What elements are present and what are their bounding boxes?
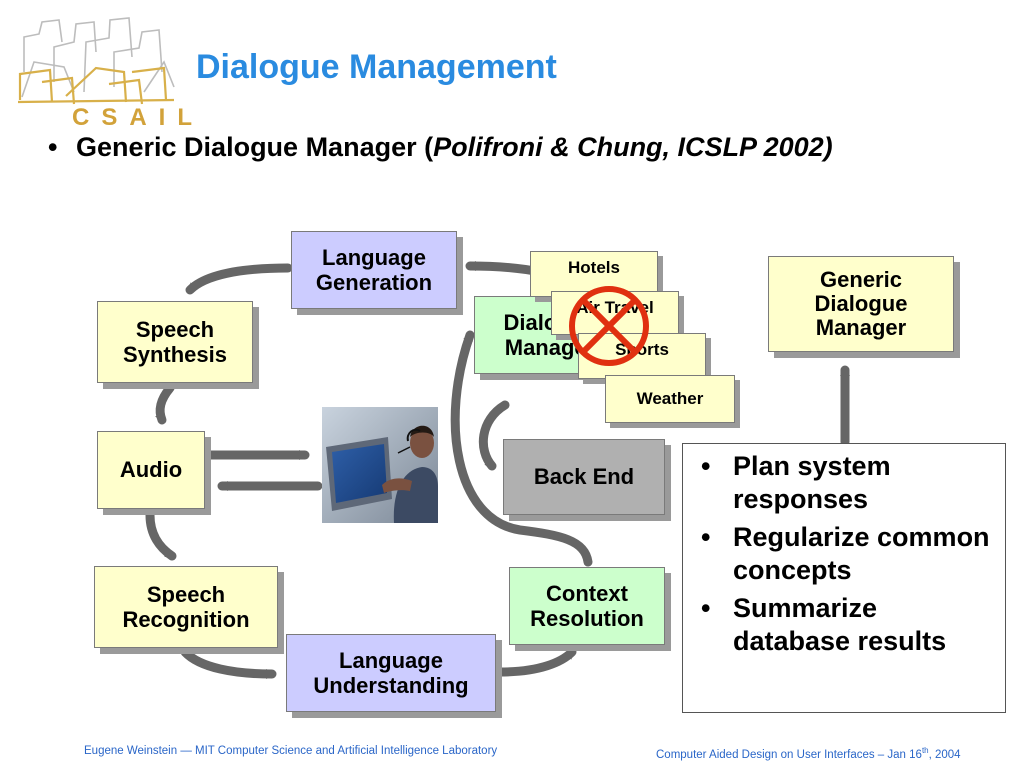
cross-out-icon bbox=[569, 286, 649, 366]
main-bullet: • Generic Dialogue Manager (Polifroni & C… bbox=[48, 132, 833, 163]
footer-author: Eugene Weinstein — MIT Computer Science … bbox=[84, 745, 498, 757]
csail-logo bbox=[17, 17, 175, 105]
box-language-generation: Language Generation bbox=[291, 231, 457, 309]
box-context-resolution: Context Resolution bbox=[509, 567, 665, 645]
box-speech-synthesis: Speech Synthesis bbox=[97, 301, 253, 383]
arrow-understanding-to-context bbox=[495, 647, 577, 677]
side-list-box: •Plan system responses •Regularize commo… bbox=[682, 443, 1006, 713]
footer-event: Computer Aided Design on User Interfaces… bbox=[656, 746, 961, 761]
domain-card-weather: Weather bbox=[605, 375, 735, 423]
user-at-computer-photo bbox=[322, 407, 438, 523]
box-speech-recognition: Speech Recognition bbox=[94, 566, 278, 648]
bullet-marker: • bbox=[701, 521, 711, 552]
box-back-end: Back End bbox=[503, 439, 665, 515]
main-bullet-text: Generic Dialogue Manager ( bbox=[76, 132, 434, 162]
bullet-marker: • bbox=[701, 592, 711, 623]
bullet-marker: • bbox=[701, 451, 711, 481]
box-audio: Audio bbox=[97, 431, 205, 509]
list-item: •Regularize common concepts bbox=[701, 521, 990, 586]
page-title: Dialogue Management bbox=[196, 48, 557, 86]
list-item: •Summarize database results bbox=[701, 592, 947, 657]
arrow-context-to-dm bbox=[450, 330, 593, 567]
list-item: •Plan system responses bbox=[701, 451, 891, 515]
box-language-understanding: Language Understanding bbox=[286, 634, 496, 712]
arrow-synthesis-to-audio bbox=[155, 383, 175, 425]
arrow-dm-to-backend bbox=[478, 400, 510, 471]
csail-logo-text: CSAIL bbox=[72, 104, 204, 131]
bullet-marker: • bbox=[48, 132, 58, 162]
arrow-recognition-to-understanding bbox=[180, 647, 277, 679]
arrow-generation-to-synthesis bbox=[185, 263, 293, 295]
main-bullet-citation: Polifroni & Chung, ICSLP 2002) bbox=[433, 132, 833, 162]
box-generic-dialogue-manager: Generic Dialogue Manager bbox=[768, 256, 954, 352]
arrow-audio-to-recognition bbox=[145, 510, 177, 561]
